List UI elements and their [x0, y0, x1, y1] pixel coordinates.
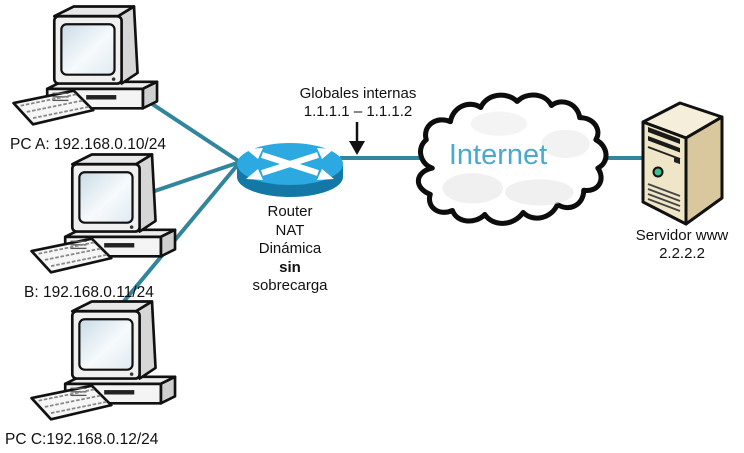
router-label-line: sobrecarga [252, 277, 328, 294]
router-label-line: Dinámica [258, 240, 322, 257]
annotation-range: 1.1.1.1 – 1.1.1.2 [303, 102, 413, 120]
router-label-line: Router [267, 203, 313, 220]
down-arrow-icon [349, 122, 365, 155]
annotation-title: Globales internas [299, 85, 417, 102]
global-addresses-annotation: Globales internas 1.1.1.1 – 1.1.1.2 [283, 85, 433, 120]
server-tower-icon [641, 101, 724, 226]
internet-label: Internet [448, 139, 548, 171]
router-icon [237, 143, 343, 197]
server-address: 2.2.2.2 [659, 244, 705, 262]
server-name: Servidor www [635, 227, 729, 244]
router-label-line: NAT [275, 221, 305, 239]
desktop-pc-icon [30, 300, 177, 421]
cloud-icon [415, 92, 609, 226]
desktop-pc-icon [30, 153, 177, 274]
router-label: Router NAT Dinámica sin sobrecarga [234, 203, 346, 296]
desktop-pc-icon [12, 5, 159, 126]
pc-b-label: B: 192.168.0.11/24 [24, 284, 154, 301]
router-label-line: sin [279, 258, 301, 276]
pc-c-label: PC C:192.168.0.12/24 [5, 431, 159, 448]
server-label: Servidor www 2.2.2.2 [612, 227, 744, 262]
link-pcb-router [139, 160, 241, 198]
pc-a-label: PC A: 192.168.0.10/24 [10, 136, 166, 153]
